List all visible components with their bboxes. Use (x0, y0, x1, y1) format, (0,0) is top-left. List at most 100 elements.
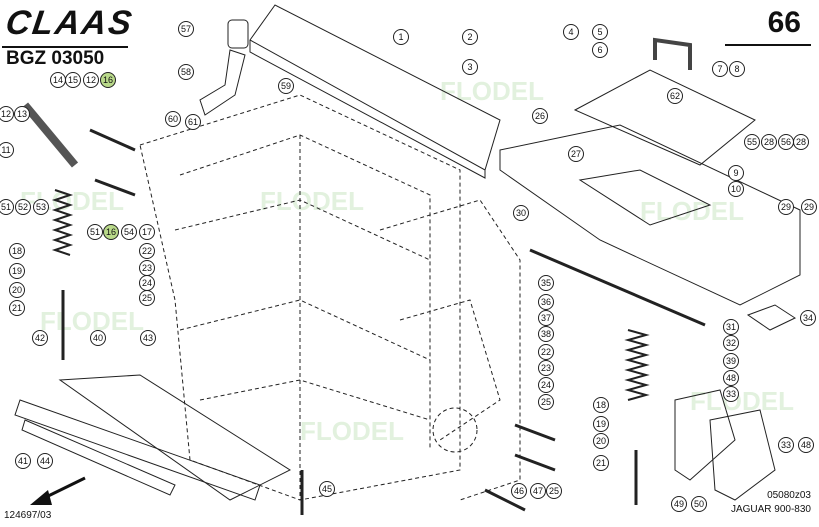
callout-14: 14 (50, 72, 66, 88)
callout-circle (0, 106, 14, 122)
spring-left (51, 189, 74, 256)
watermark-text: FLODEL (300, 416, 404, 446)
callout-label: 50 (694, 499, 704, 509)
watermark-layer: FLODEL FLODEL FLODEL FLODEL FLODEL FLODE… (20, 76, 794, 446)
callout-25: 25 (546, 483, 562, 499)
callout-16: 16 (100, 72, 116, 88)
callout-41: 41 (15, 453, 31, 469)
header-rule-left (2, 46, 128, 48)
callout-46: 46 (511, 483, 527, 499)
callout-17: 17 (139, 224, 155, 240)
callout-circle (37, 453, 53, 469)
callout-label: 59 (281, 81, 291, 91)
callout-25: 25 (139, 290, 155, 306)
callout-45: 45 (319, 481, 335, 497)
callout-43: 43 (140, 330, 156, 346)
callout-circle (723, 335, 739, 351)
callout-5: 5 (592, 24, 608, 40)
callout-58: 58 (178, 64, 194, 80)
callout-8: 8 (729, 61, 745, 77)
callout-36: 36 (538, 294, 554, 310)
cap-57 (227, 19, 249, 49)
watermark-text: FLODEL (690, 386, 794, 416)
callout-label: 28 (796, 137, 806, 147)
callout-31: 31 (723, 319, 739, 335)
callout-circle (139, 290, 155, 306)
callout-circle (513, 205, 529, 221)
callout-circle (800, 310, 816, 326)
main-frame (139, 94, 521, 501)
bracket-58 (199, 49, 246, 116)
callout-49: 49 (671, 496, 687, 512)
callout-19: 19 (593, 416, 609, 432)
strip-42 (14, 399, 261, 501)
watermark-text: FLODEL (40, 306, 144, 336)
callout-label: 17 (142, 227, 152, 237)
callout-circle (592, 42, 608, 58)
plate-34 (746, 304, 797, 331)
callout-circle (462, 59, 478, 75)
assembly-code: BGZ 03050 (6, 48, 105, 69)
callout-circle (319, 481, 335, 497)
callout-label: 22 (142, 246, 152, 256)
shock-absorber (21, 102, 79, 168)
callout-label: 29 (781, 202, 791, 212)
callout-label: 11 (1, 145, 10, 155)
callout-label: 33 (781, 440, 791, 450)
callout-label: 5 (597, 27, 602, 37)
callout-label: 39 (726, 356, 736, 366)
bolt-46-b (514, 453, 556, 472)
callout-label: 31 (726, 322, 736, 332)
callout-circle (32, 330, 48, 346)
callout-37: 37 (538, 310, 554, 326)
callout-label: 26 (535, 111, 545, 121)
callout-13: 13 (14, 106, 30, 122)
callout-56: 56 (778, 134, 794, 150)
callout-62: 62 (667, 88, 683, 104)
callout-circle (671, 496, 687, 512)
callout-61: 61 (185, 114, 201, 130)
watermark-text: FLODEL (260, 186, 364, 216)
callout-18: 18 (593, 397, 609, 413)
callout-label: 42 (35, 333, 45, 343)
callout-label: 34 (803, 313, 813, 323)
callout-51: 51 (0, 199, 14, 215)
callout-label: 35 (541, 278, 551, 288)
callout-35: 35 (538, 275, 554, 291)
callout-label: 25 (541, 397, 551, 407)
callout-label: 1 (398, 32, 403, 42)
callout-label: 60 (168, 114, 178, 124)
callout-circle (778, 437, 794, 453)
callout-circle (165, 111, 181, 127)
callout-53: 53 (33, 199, 49, 215)
callout-33: 33 (778, 437, 794, 453)
callout-circle (691, 496, 707, 512)
callout-48: 48 (723, 370, 739, 386)
callout-circle (140, 330, 156, 346)
shaft-16 (94, 178, 136, 197)
callout-44: 44 (37, 453, 53, 469)
callout-circle (65, 72, 81, 88)
callout-label: 33 (726, 389, 736, 399)
callout-circle (723, 353, 739, 369)
callout-label: 18 (596, 400, 606, 410)
callout-circle (9, 300, 25, 316)
callout-label: 45 (322, 484, 332, 494)
callout-circle (546, 483, 562, 499)
callout-label: 58 (181, 67, 191, 77)
callout-42: 42 (32, 330, 48, 346)
callout-19: 19 (9, 263, 25, 279)
callout-label: 25 (142, 293, 152, 303)
callout-12: 12 (83, 72, 99, 88)
callout-label: 61 (188, 117, 198, 127)
callout-circle (538, 360, 554, 376)
callout-circle (538, 310, 554, 326)
callout-32: 32 (723, 335, 739, 351)
callout-38: 38 (538, 326, 554, 342)
header-rule-right (725, 44, 811, 46)
panel-43 (58, 374, 292, 501)
callout-label: 40 (93, 333, 103, 343)
callout-16: 16 (103, 224, 119, 240)
callout-label: 7 (717, 64, 722, 74)
callout-circle (593, 433, 609, 449)
